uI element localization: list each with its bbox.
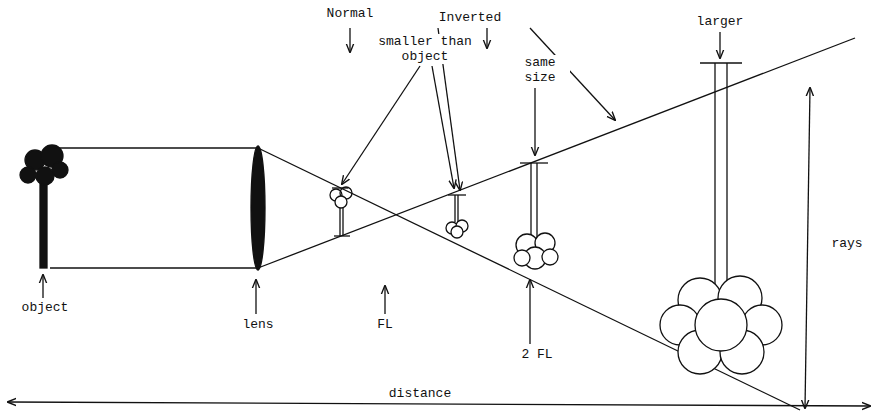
- incoming-ray: [50, 267, 258, 268]
- focal-length-label: FL: [365, 317, 405, 332]
- leader-arrows: [43, 28, 720, 344]
- image-normal-small: [330, 187, 352, 236]
- image-inverted-small: [446, 195, 468, 238]
- incoming-ray: [50, 147, 258, 148]
- distance-arrow: [8, 402, 870, 406]
- refracted-ray: [258, 148, 800, 410]
- focal-length-label: 2 FL: [512, 347, 562, 362]
- size-label: larger: [685, 14, 755, 29]
- rays-label: rays: [823, 236, 871, 251]
- distance-label: distance: [375, 386, 465, 401]
- size-label: same size: [510, 55, 570, 85]
- image-type-label: Inverted: [425, 10, 515, 25]
- lens-shape: [251, 146, 265, 270]
- image-type-label: Normal: [315, 6, 385, 21]
- size-label: smaller than object: [370, 34, 480, 64]
- refracted-ray: [258, 38, 855, 268]
- part-label: object: [10, 300, 80, 315]
- image-larger: [660, 63, 782, 374]
- part-label: lens: [228, 317, 288, 332]
- rays-span-arrow: [805, 88, 810, 408]
- object-crown: [20, 145, 68, 185]
- image-same-size: [514, 163, 558, 269]
